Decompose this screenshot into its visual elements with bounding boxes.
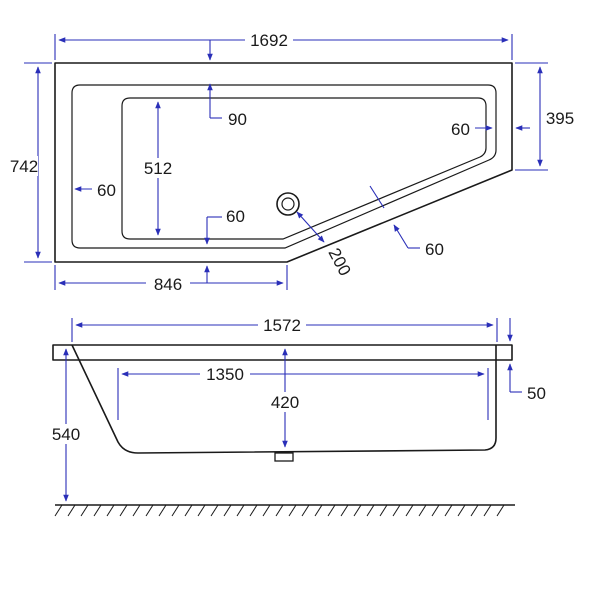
label-overall-width: 742: [10, 157, 38, 176]
top-view: 1692 742 395 90 512 60 60 60: [2, 30, 574, 294]
label-top-wall-offset: 90: [228, 110, 247, 129]
hatch-stroke: [275, 504, 284, 517]
hatch-stroke: [171, 504, 180, 517]
hatch-stroke: [288, 504, 297, 517]
dim-line-angled-wall: [369, 185, 385, 209]
label-bg: [245, 30, 293, 50]
label-bg: [140, 158, 178, 178]
label-rim-thickness: 50: [527, 384, 546, 403]
hatch-stroke: [106, 504, 115, 517]
label-bottom-wall-offset: 60: [226, 207, 245, 226]
hatch-stroke: [236, 504, 245, 517]
label-total-height: 540: [52, 425, 80, 444]
hatch-stroke: [457, 504, 466, 517]
label-right-wall-offset: 60: [451, 120, 470, 139]
drain-outlet: [274, 452, 294, 462]
side-view: 1572 1350 420 540 50: [46, 315, 546, 517]
tub-rim-inner-outline: [71, 84, 497, 249]
label-short-end-width: 395: [546, 109, 574, 128]
hatch-stroke: [392, 504, 401, 517]
label-bg: [46, 424, 86, 444]
hatch-stroke: [80, 504, 89, 517]
label-inner-depth: 420: [271, 393, 299, 412]
label-bg: [146, 273, 190, 293]
dim-arrow-angled-wall: [393, 224, 409, 249]
hatch-stroke: [327, 504, 336, 517]
label-drain-offset: 200: [324, 245, 354, 279]
hatch-stroke: [418, 504, 427, 517]
hatch-stroke: [301, 504, 310, 517]
hatch-stroke: [405, 504, 414, 517]
hatch-stroke: [158, 504, 167, 517]
tub-outer-outline: [54, 62, 513, 263]
drain-inner-circle: [281, 197, 295, 211]
label-bg: [2, 156, 38, 176]
label-rim-length: 1572: [263, 316, 301, 335]
hatch-stroke: [496, 504, 505, 517]
hatch-stroke: [340, 504, 349, 517]
hatch-stroke: [54, 504, 63, 517]
hatch-stroke: [210, 504, 219, 517]
label-straight-bottom: 846: [154, 275, 182, 294]
hatch-stroke: [353, 504, 362, 517]
tub-rim-profile: [52, 344, 513, 361]
hatch-stroke: [470, 504, 479, 517]
label-bg: [258, 315, 306, 335]
hatch-stroke: [431, 504, 440, 517]
hatch-stroke: [93, 504, 102, 517]
tub-body-profile: [71, 344, 497, 454]
hatch-stroke: [67, 504, 76, 517]
hatch-stroke: [379, 504, 388, 517]
label-overall-length: 1692: [250, 31, 288, 50]
label-angled-wall-offset: 60: [425, 240, 444, 259]
hatch-stroke: [262, 504, 271, 517]
label-bg: [266, 392, 304, 412]
floor-hatching: [54, 504, 505, 517]
hatch-stroke: [119, 504, 128, 517]
label-left-wall-offset: 60: [97, 181, 116, 200]
label-bottom-length: 1350: [206, 365, 244, 384]
hatch-stroke: [184, 504, 193, 517]
label-inner-width: 512: [144, 159, 172, 178]
tub-basin-outline: [121, 97, 487, 240]
label-bg: [200, 364, 250, 384]
hatch-stroke: [197, 504, 206, 517]
hatch-stroke: [483, 504, 492, 517]
hatch-stroke: [249, 504, 258, 517]
drain-outer-circle: [276, 192, 300, 216]
dim-line-drain-offset: [296, 211, 325, 243]
hatch-stroke: [145, 504, 154, 517]
hatch-stroke: [366, 504, 375, 517]
hatch-stroke: [132, 504, 141, 517]
hatch-stroke: [314, 504, 323, 517]
hatch-stroke: [223, 504, 232, 517]
hatch-stroke: [444, 504, 453, 517]
